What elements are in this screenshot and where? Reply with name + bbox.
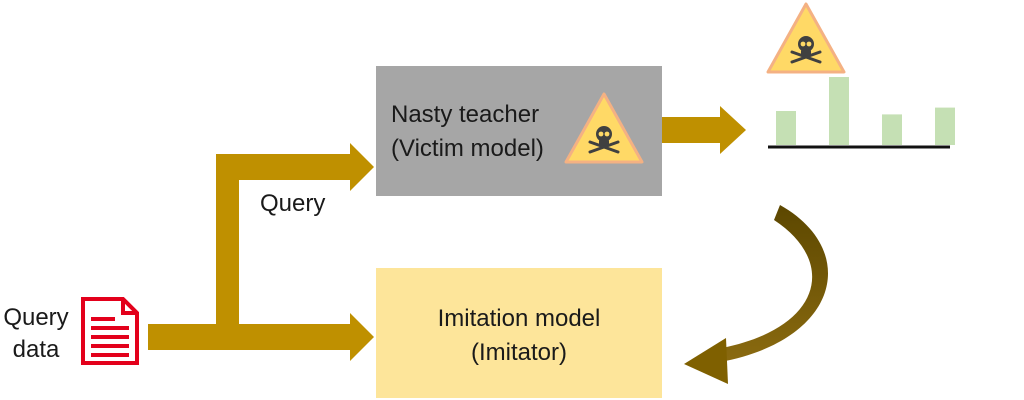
imitation-model-box [376,268,662,398]
arrow-head-to-victim [350,143,374,191]
output-bar [935,107,955,145]
query-data-label-line2: data [12,336,60,363]
output-bar [882,114,902,145]
query-data-label-line1: Query [3,304,69,331]
arrow-head-to-imitator [350,313,374,361]
query-label: Query [260,190,326,217]
victim-model-label: Nasty teacher (Victim model) [391,98,544,166]
output-distribution [776,77,955,145]
imitator-label: Imitation model (Imitator) [376,302,662,370]
curved-feedback-arrow [684,205,828,384]
query-data-label: Query data [0,302,72,366]
imitator-role: (Imitator) [471,339,567,366]
document-icon [81,297,139,365]
output-bar [829,77,849,145]
output-bar [776,111,796,145]
victim-model-name: Nasty teacher [391,101,540,128]
hazard-skull-icon [564,92,644,164]
victim-model-role: (Victim model) [391,135,544,162]
output-arrow [662,106,746,154]
query-arrows [148,143,374,361]
output-hazard-icon [766,2,846,74]
imitator-name: Imitation model [437,305,601,332]
